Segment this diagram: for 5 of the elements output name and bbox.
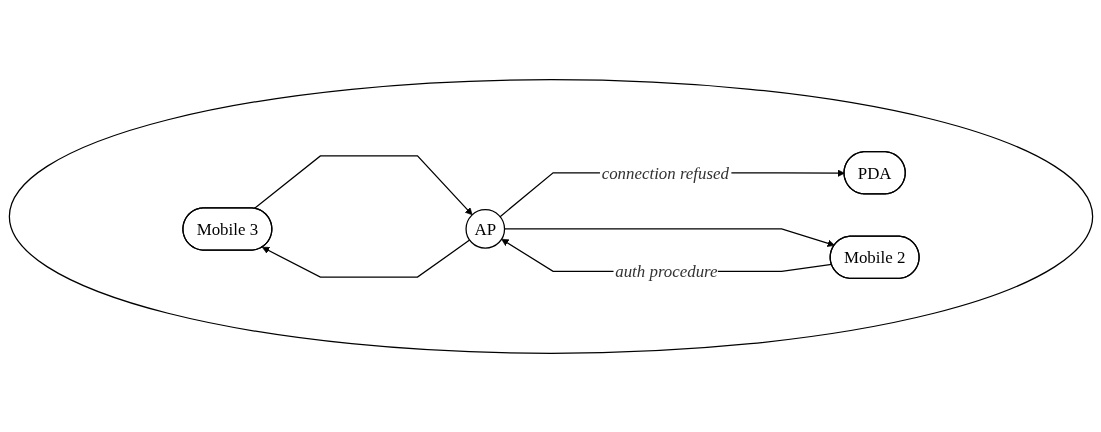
edge-label: connection refused: [601, 163, 729, 183]
arrow: [253, 154, 473, 215]
arrow: [261, 238, 470, 278]
edge-label: auth procedure: [614, 261, 718, 281]
node-circle: AP: [464, 208, 505, 249]
